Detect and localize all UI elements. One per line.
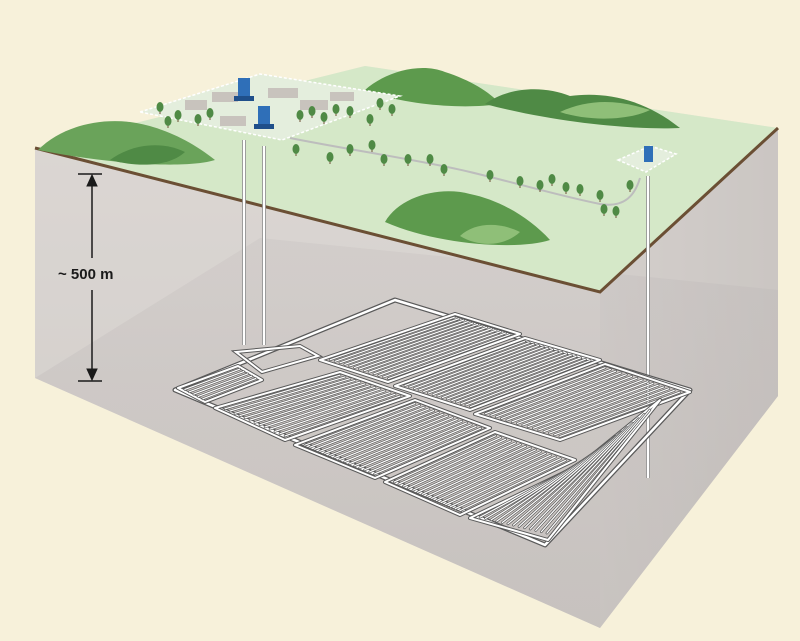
shaft-headframe-blue (258, 106, 270, 126)
shaft-headframe-base (254, 124, 274, 129)
facility-building (185, 100, 207, 110)
facility-building (268, 88, 298, 98)
ventilation-shaft-blue (644, 146, 653, 162)
shaft-headframe-base (234, 96, 254, 101)
facility-building (330, 92, 354, 101)
shaft-headframe-blue (238, 78, 250, 98)
facility-building (220, 116, 246, 126)
depth-label: ~ 500 m (58, 266, 113, 283)
